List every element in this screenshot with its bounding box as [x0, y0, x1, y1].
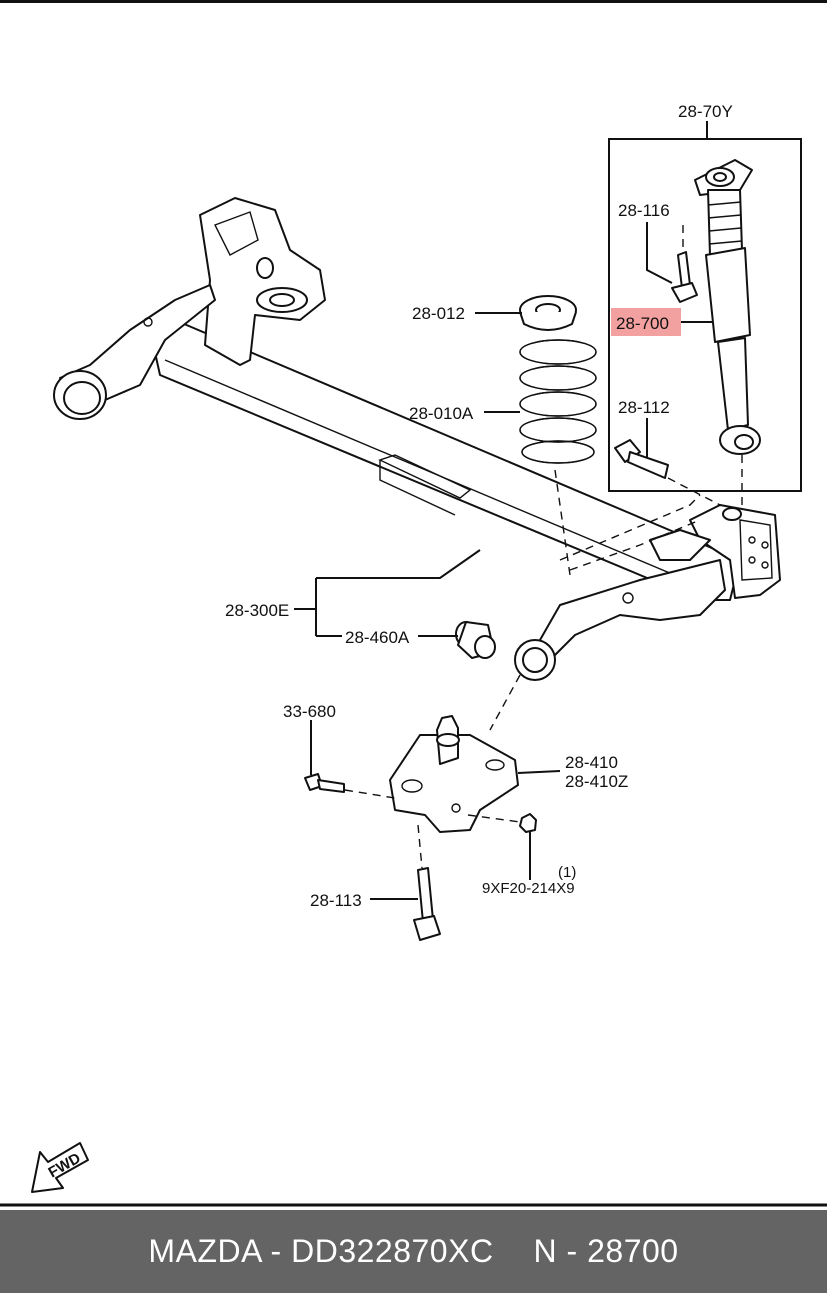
leader-lines [294, 121, 712, 900]
parts-diagram: 28-70Y 28-116 28-700 28-112 28-012 28-01… [0, 102, 827, 1207]
label-28-300E: 28-300E [225, 601, 289, 620]
assembly-lines [344, 225, 743, 869]
nut-9xf20 [519, 813, 537, 833]
spring-seat [519, 295, 577, 331]
bump-stopper-bracket [389, 715, 519, 833]
footer-bar: MAZDA - DD322870XC N - 28700 [0, 1210, 827, 1293]
bushing [455, 621, 496, 659]
fwd-arrow-icon: FWD [31, 1142, 89, 1193]
label-33-680: 33-680 [283, 702, 336, 721]
footer-ref: N - 28700 [533, 1233, 679, 1269]
label-qty: (1) [558, 864, 576, 881]
label-28-113: 28-113 [310, 891, 362, 910]
label-28-700: 28-700 [616, 314, 669, 333]
axle-beam [53, 197, 781, 681]
label-9XF20-214X9: 9XF20-214X9 [482, 880, 575, 897]
bolt-28-113 [413, 867, 441, 941]
highlight-28-700 [611, 308, 681, 336]
shock-absorber [694, 159, 761, 455]
label-28-010A: 28-010A [409, 404, 474, 423]
bolt-28-112 [614, 439, 669, 479]
top-border [0, 0, 827, 3]
label-28-70Y: 28-70Y [678, 102, 733, 121]
label-28-112: 28-112 [618, 398, 670, 417]
bolt-33-680 [304, 773, 345, 793]
label-28-012: 28-012 [412, 304, 465, 323]
footer-brand-part: MAZDA - DD322870XC [148, 1233, 494, 1269]
label-28-460A: 28-460A [345, 628, 410, 647]
shock-assembly-box [608, 138, 802, 492]
label-28-410: 28-410 [565, 753, 618, 772]
bolt-28-116 [671, 251, 698, 303]
coil-spring [519, 339, 597, 464]
label-28-410Z: 28-410Z [565, 772, 628, 791]
label-28-116: 28-116 [618, 201, 670, 220]
